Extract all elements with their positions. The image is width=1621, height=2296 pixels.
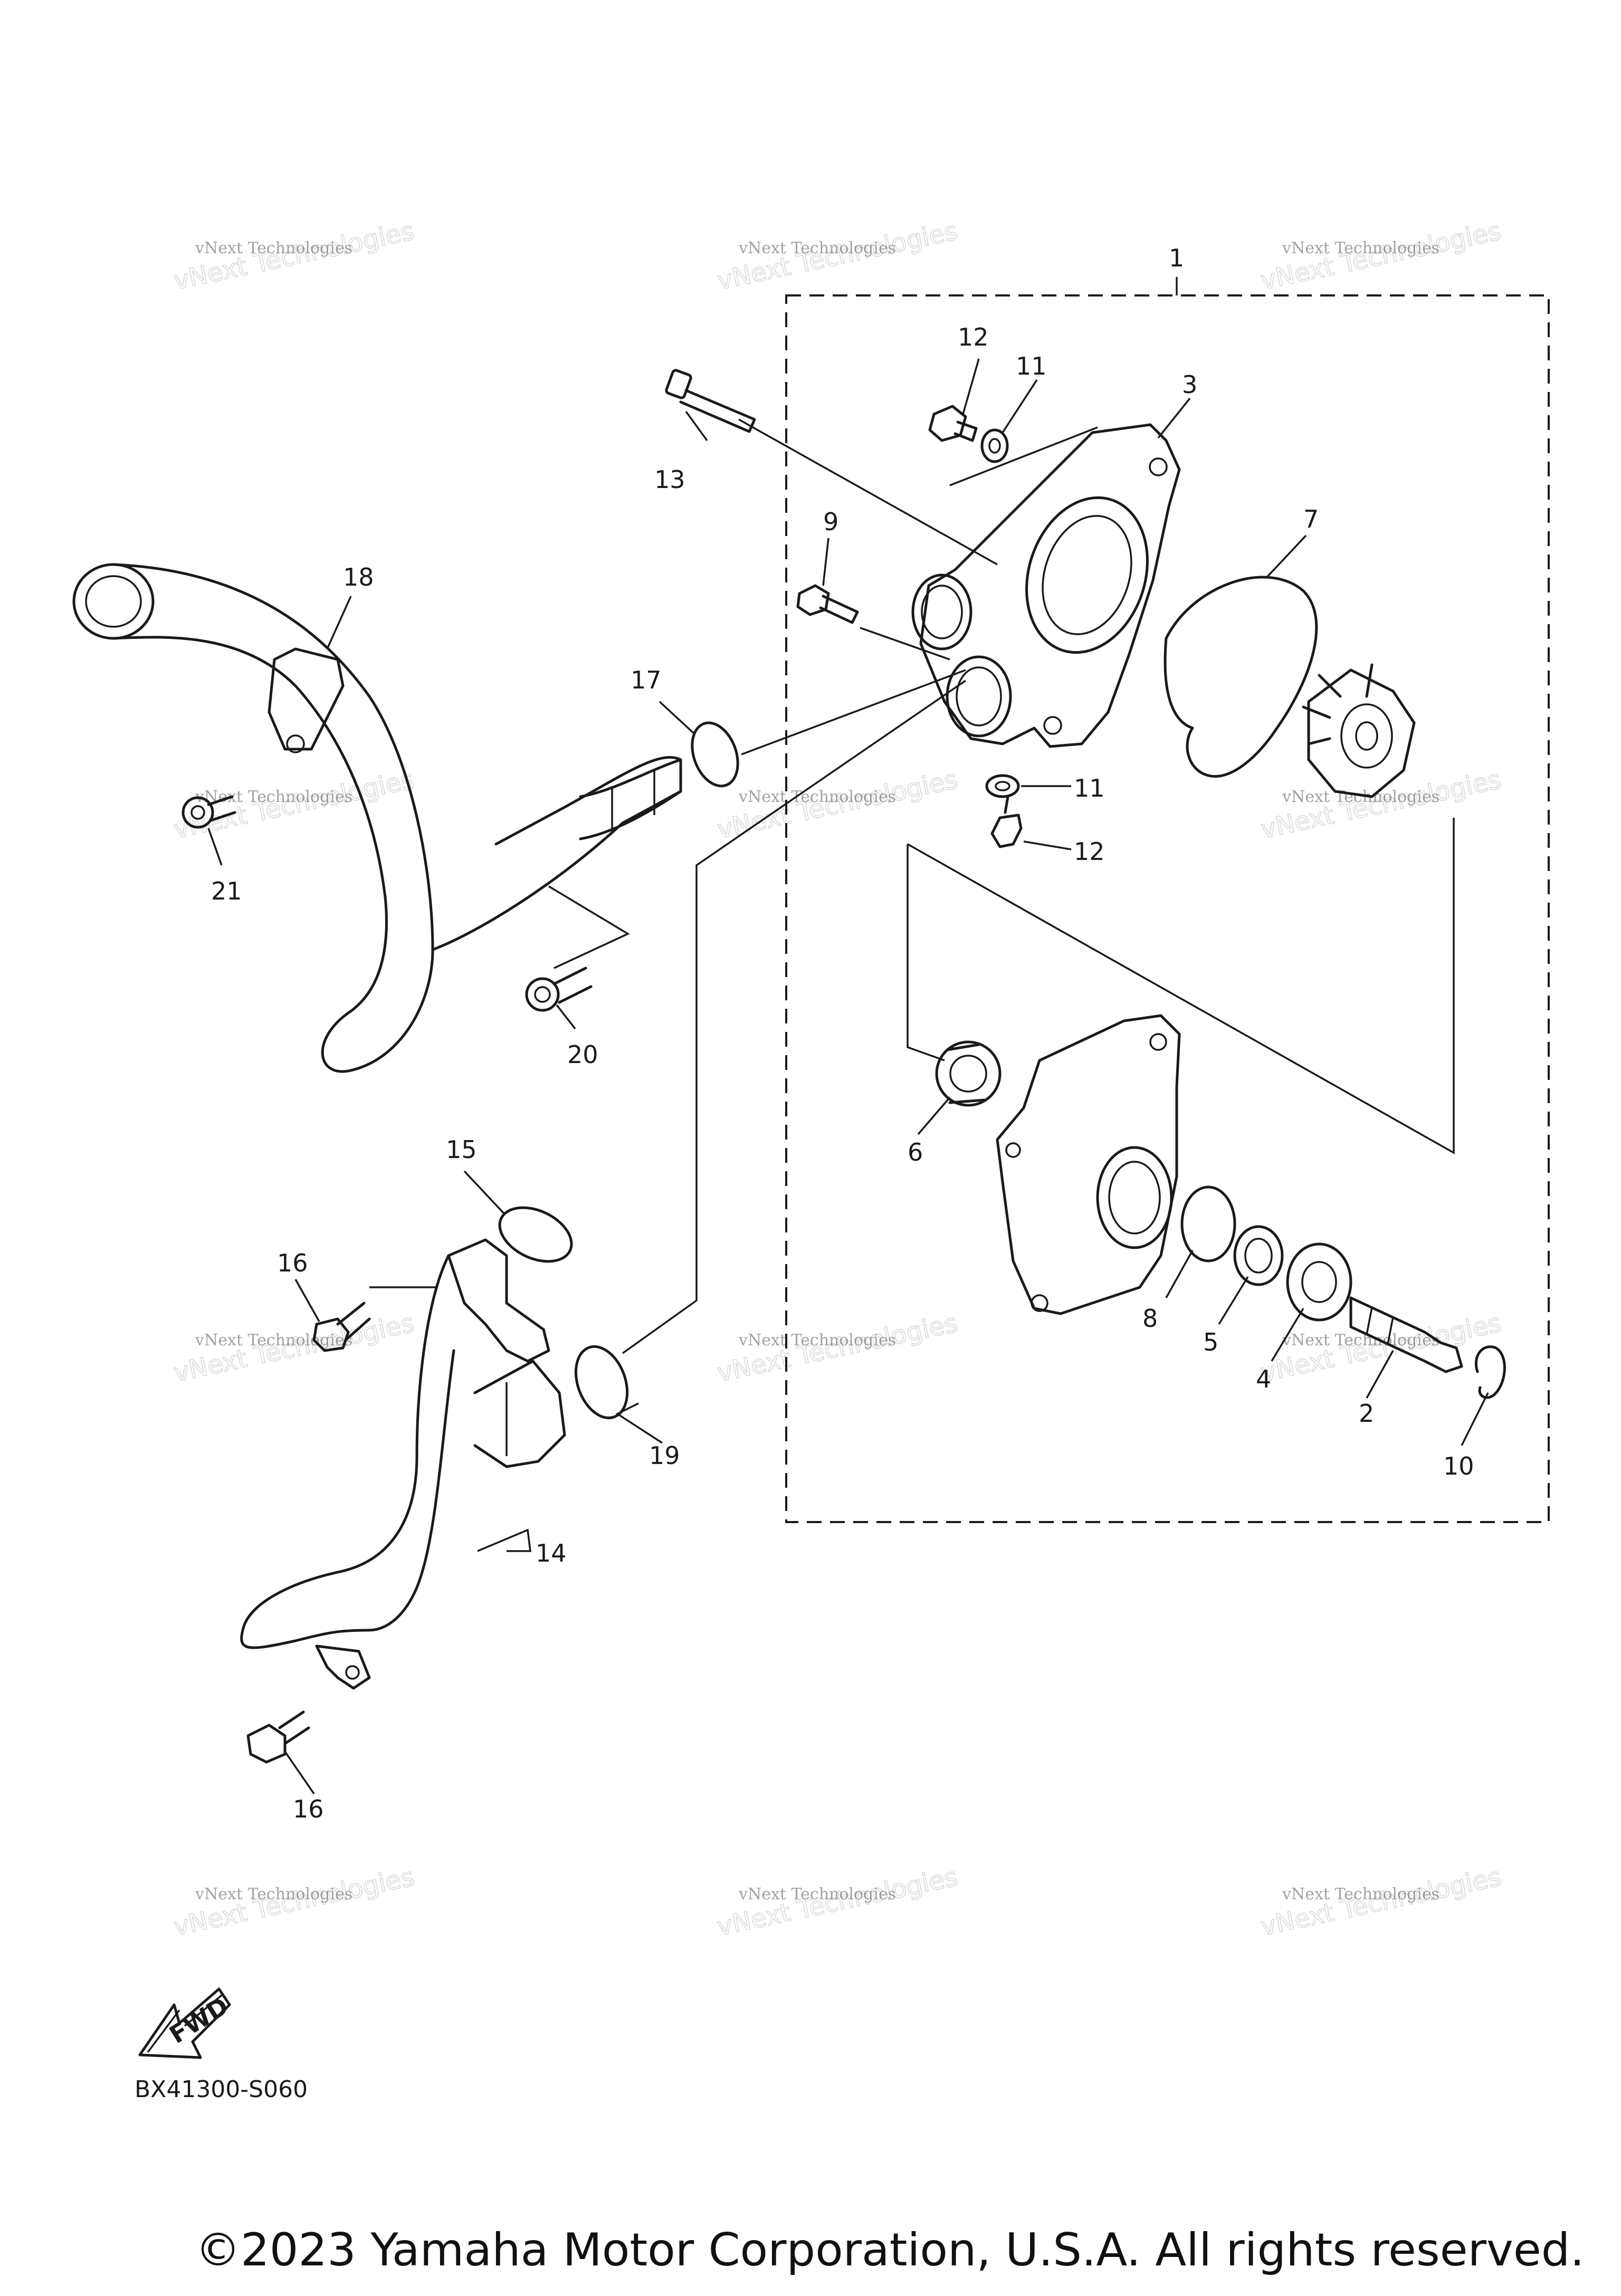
callout-13: 13	[654, 465, 685, 494]
upper-water-pipe	[72, 563, 682, 1073]
callout-12-top: 12	[958, 323, 989, 351]
pipe-bolt-21	[182, 795, 236, 829]
svg-text:vNext Technologies: vNext Technologies	[195, 1885, 352, 1903]
callout-4: 4	[1256, 1365, 1271, 1393]
callout-12-lower: 12	[1074, 837, 1105, 866]
long-bolt	[665, 369, 756, 433]
svg-text:vNext Technologies: vNext Technologies	[1282, 1885, 1439, 1903]
svg-text:vNext Technologies: vNext Technologies	[195, 239, 352, 257]
watermark: vNext Technologies vNext Technologies	[171, 216, 417, 296]
watermark: vNext Technologies vNext Technologies	[171, 1862, 417, 1943]
watermark: vNext Technologies vNext Technologies	[714, 764, 961, 845]
watermark: vNext Technologies vNext Technologies	[1258, 1308, 1504, 1389]
callout-15: 15	[446, 1135, 477, 1164]
forward-arrow-icon: FWD	[138, 1987, 233, 2059]
drawing-code: BX41300-S060	[135, 2076, 308, 2103]
callout-21: 21	[211, 877, 242, 905]
callout-14: 14	[536, 1539, 567, 1567]
watermark: vNext Technologies vNext Technologies	[1258, 1862, 1504, 1943]
o-ring-17	[691, 721, 739, 788]
svg-text:FWD: FWD	[164, 1992, 233, 2050]
flange-bolt-top	[928, 405, 978, 442]
callout-3: 3	[1182, 370, 1197, 399]
watermark: vNext Technologies vNext Technologies	[714, 1862, 961, 1943]
callout-5: 5	[1203, 1328, 1218, 1356]
pipe-bolt-20	[525, 967, 593, 1012]
svg-text:vNext Technologies: vNext Technologies	[738, 1885, 896, 1903]
svg-text:vNext Technologies: vNext Technologies	[738, 239, 896, 257]
watermark: vNext Technologies vNext Technologies	[171, 1308, 417, 1389]
callout-7: 7	[1303, 505, 1319, 533]
o-ring-15	[498, 1206, 573, 1263]
svg-text:vNext Technologies: vNext Technologies	[1282, 788, 1439, 806]
callout-1: 1	[1169, 244, 1184, 272]
callout-11-lower: 11	[1074, 774, 1105, 802]
impeller-shaft	[1349, 1296, 1463, 1373]
callout-19: 19	[649, 1441, 680, 1470]
callout-labels: 1 2 3 4 5 6 7 8 9 10 11 11 12 12 13 14 1…	[211, 244, 1474, 1823]
lower-water-pipe	[240, 1238, 566, 1690]
callout-20: 20	[567, 1040, 598, 1069]
circlip	[1474, 1345, 1506, 1399]
flange-bolt-lower	[990, 795, 1023, 848]
washer-top	[980, 428, 1009, 463]
callout-18: 18	[343, 563, 374, 591]
watermark: vNext Technologies vNext Technologies	[1258, 216, 1504, 296]
o-ring-8	[1180, 1185, 1236, 1262]
svg-text:vNext Technologies: vNext Technologies	[195, 1331, 352, 1350]
callout-10: 10	[1443, 1452, 1474, 1480]
housing-bolt	[796, 584, 859, 624]
callout-leaders	[207, 277, 1489, 1794]
callout-16-bottom: 16	[293, 1795, 324, 1823]
seal-5	[1233, 1225, 1284, 1286]
watermark: vNext Technologies vNext Technologies	[714, 216, 961, 296]
callout-2: 2	[1359, 1399, 1374, 1428]
svg-text:vNext Technologies: vNext Technologies	[738, 1331, 896, 1350]
svg-text:vNext Technologies: vNext Technologies	[195, 788, 352, 806]
impeller	[1302, 663, 1416, 798]
callout-11-top: 11	[1016, 352, 1047, 380]
callout-8: 8	[1142, 1304, 1158, 1333]
washer-lower	[985, 774, 1020, 798]
pump-cover	[996, 1014, 1181, 1315]
svg-text:vNext Technologies: vNext Technologies	[1282, 1331, 1439, 1350]
gasket	[1164, 576, 1318, 778]
watermark: vNext Technologies vNext Technologies	[1258, 764, 1504, 845]
assembly-frame	[785, 294, 1550, 1523]
pump-housing	[911, 423, 1181, 748]
watermark: vNext Technologies vNext Technologies	[714, 1308, 961, 1389]
pipe-bolt-16-bottom	[246, 1710, 310, 1764]
oil-seal	[935, 1040, 1002, 1107]
callout-16-top: 16	[277, 1249, 308, 1277]
callout-6: 6	[908, 1138, 923, 1166]
svg-text:vNext Technologies: vNext Technologies	[1282, 239, 1439, 257]
copyright-notice: ©2023 Yamaha Motor Corporation, U.S.A. A…	[195, 2224, 1585, 2276]
callout-17: 17	[631, 666, 662, 694]
callout-9: 9	[823, 508, 838, 536]
svg-text:vNext Technologies: vNext Technologies	[738, 788, 896, 806]
bearing	[1286, 1242, 1352, 1322]
pipe-bolt-16-top	[312, 1302, 371, 1352]
o-ring-19	[574, 1345, 629, 1420]
alignment-lines	[369, 418, 1455, 1354]
